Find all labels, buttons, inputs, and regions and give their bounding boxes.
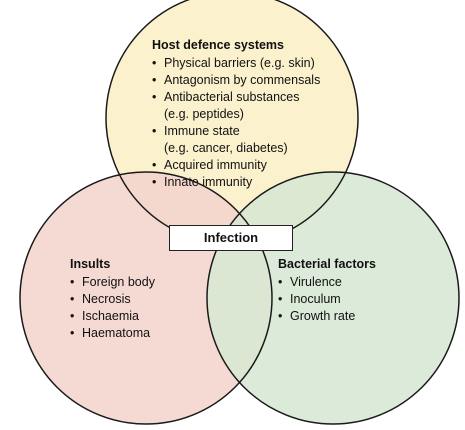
insults-list-item: • Haematoma	[70, 325, 155, 342]
bullet-icon: •	[278, 309, 283, 323]
bullet-icon: •	[152, 73, 157, 87]
host-defence-item-text: Antibacterial substances	[164, 90, 300, 104]
host-defence-item-text: Immune state	[164, 124, 240, 138]
insults-item-text: Foreign body	[82, 275, 155, 289]
insults-heading: Insults	[70, 257, 111, 271]
bullet-icon: •	[152, 158, 157, 172]
host-defence-list-item: (e.g. cancer, diabetes)	[152, 140, 320, 157]
bullet-icon: •	[70, 275, 75, 289]
insults-list-item: • Foreign body	[70, 274, 155, 291]
host-defence-list-item: • Acquired immunity	[152, 157, 320, 174]
insults-outline	[19, 171, 273, 425]
host-defence-item-text: (e.g. cancer, diabetes)	[164, 141, 288, 155]
bacterial-factors-list-item: • Virulence	[278, 274, 376, 291]
host-defence-list-item: • Immune state	[152, 123, 320, 140]
bullet-icon: •	[152, 175, 157, 189]
bacterial-factors-section: Bacterial factors • Virulence • Inoculum • Gr…	[278, 256, 376, 325]
bacterial-factors-outline	[206, 171, 460, 425]
insults-item-text: Necrosis	[82, 292, 131, 306]
insults-section: Insults • Foreign body • Necrosis • Ischaemia…	[70, 256, 155, 342]
bacterial-factors-list-item: • Inoculum	[278, 291, 376, 308]
infection-label-box: Infection	[169, 225, 293, 251]
host-defence-heading: Host defence systems	[152, 38, 285, 52]
bacterial-factors-heading: Bacterial factors	[278, 257, 376, 271]
host-defence-list: • Physical barriers (e.g. skin) • Antagonis…	[152, 55, 320, 191]
host-defence-section: Host defence systems • Physical barriers …	[152, 37, 320, 191]
bullet-icon: •	[70, 326, 75, 340]
insults-item-text: Haematoma	[82, 326, 151, 340]
bullet-icon: •	[278, 292, 283, 306]
bacterial-factors-list-item: • Growth rate	[278, 308, 376, 325]
bullet-icon: •	[152, 90, 157, 104]
bacterial-factors-list: • Virulence • Inoculum • Growth rate	[278, 274, 376, 325]
host-defence-list-item: • Innate immunity	[152, 174, 320, 191]
host-defence-list-item: • Antibacterial substances	[152, 89, 320, 106]
host-defence-list-item: • Antagonism by commensals	[152, 72, 320, 89]
insults-list-item: • Ischaemia	[70, 308, 155, 325]
host-defence-list-item: • Physical barriers (e.g. skin)	[152, 55, 320, 72]
host-defence-item-text: Acquired immunity	[164, 158, 267, 172]
host-defence-item-text: (e.g. peptides)	[164, 107, 244, 121]
insults-list: • Foreign body • Necrosis • Ischaemia • Haemato…	[70, 274, 155, 342]
host-defence-item-text: Antagonism by commensals	[164, 73, 321, 87]
bullet-icon: •	[152, 56, 157, 70]
insults-list-item: • Necrosis	[70, 291, 155, 308]
host-defence-list-item: (e.g. peptides)	[152, 106, 320, 123]
host-defence-item-text: Innate immunity	[164, 175, 253, 189]
bullet-icon: •	[152, 124, 157, 138]
bacterial-factors-item-text: Virulence	[290, 275, 342, 289]
bullet-icon: •	[70, 292, 75, 306]
insults-item-text: Ischaemia	[82, 309, 139, 323]
bullet-icon: •	[70, 309, 75, 323]
bacterial-factors-item-text: Growth rate	[290, 309, 356, 323]
host-defence-item-text: Physical barriers (e.g. skin)	[164, 56, 315, 70]
bullet-icon: •	[278, 275, 283, 289]
bacterial-factors-item-text: Inoculum	[290, 292, 341, 306]
